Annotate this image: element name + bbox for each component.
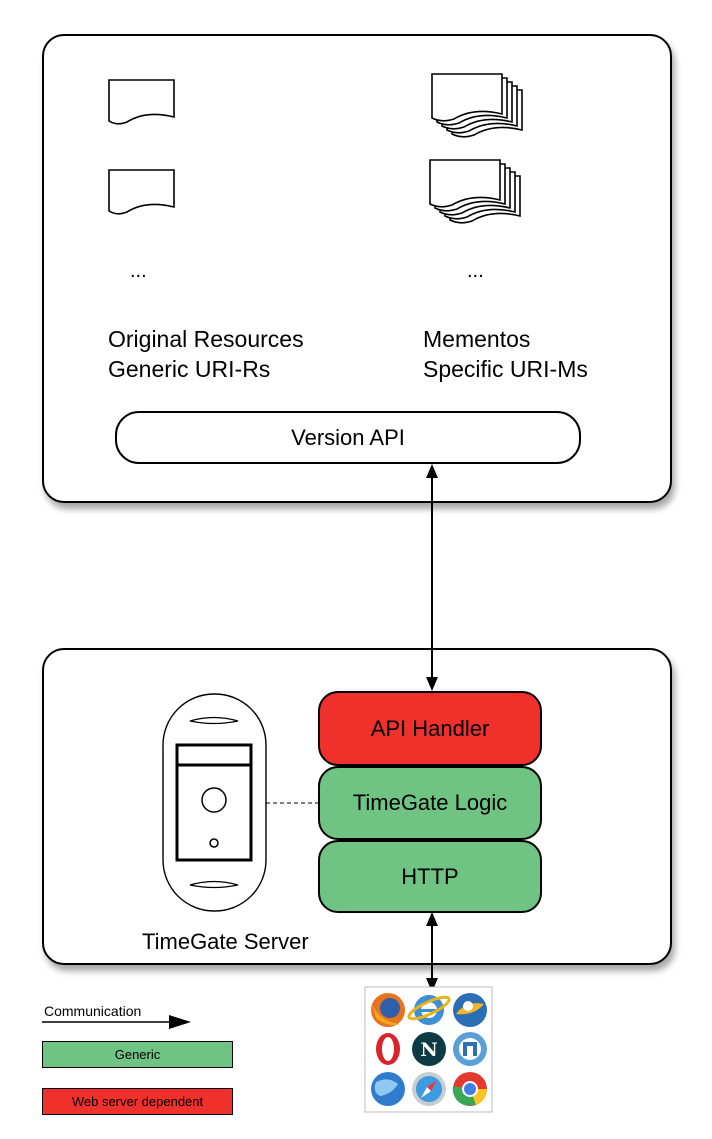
mementos-line2: Specific URI-Ms (423, 356, 588, 382)
webkit-icon (371, 1072, 405, 1106)
originals-line1: Original Resources (108, 326, 304, 352)
chrome-icon (452, 1072, 488, 1106)
dots-left: ... (130, 260, 147, 282)
svg-text:N: N (420, 1039, 437, 1061)
opera-icon (371, 1032, 405, 1066)
server-hardware-icon (162, 693, 267, 912)
api-arrow-down (426, 677, 438, 691)
dots-right: ... (467, 260, 484, 282)
version-api-box: Version API (115, 411, 581, 464)
firefox-icon (371, 993, 405, 1027)
original-resource-icon (108, 169, 175, 215)
memento-stack-icon (431, 73, 523, 138)
original-resource-icon (108, 79, 175, 125)
api-handler-layer: API Handler (318, 691, 542, 766)
browser-icons-panel: N (364, 986, 493, 1113)
timegate-logic-layer: TimeGate Logic (318, 766, 542, 840)
memento-stack-icon (429, 159, 521, 224)
legend-generic: Generic (42, 1041, 233, 1068)
http-arrow-down (426, 978, 438, 992)
server-label: TimeGate Server (142, 929, 309, 954)
http-arrow-up (426, 912, 438, 926)
api-arrow-up (426, 464, 438, 478)
netscape-icon: N (412, 1032, 446, 1066)
thunderbird-icon (453, 993, 487, 1027)
mementos-line1: Mementos (423, 326, 531, 352)
safari-icon (412, 1072, 446, 1106)
legend-communication-label: Communication (44, 1003, 142, 1019)
internet-explorer-icon (407, 995, 451, 1025)
originals-line2: Generic URI-Rs (108, 356, 271, 382)
legend-arrow-head (169, 1015, 191, 1029)
http-layer: HTTP (318, 840, 542, 913)
legend-web-server-dependent: Web server dependent (42, 1088, 233, 1115)
camino-icon (453, 1032, 487, 1066)
